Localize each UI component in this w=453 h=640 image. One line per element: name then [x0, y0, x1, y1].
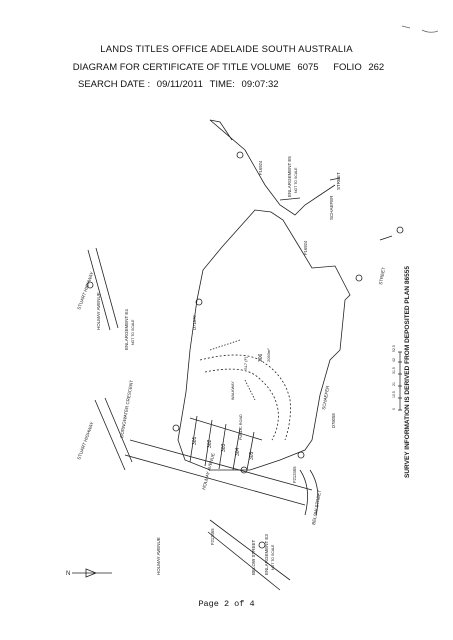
scale-ticks: 0 10.5 21 31.5 42 52.5 — [392, 345, 396, 410]
holmay-avenue-lines — [124, 439, 313, 506]
diagram-title-line: DIAGRAM FOR CERTIFICATE OF TITLE VOLUME … — [0, 62, 453, 73]
office-title: LANDS TITLES OFFICE ADELAIDE SOUTH AUSTR… — [100, 44, 353, 55]
plan-ref-1: F16924 — [258, 160, 263, 175]
road-street-2: STREET — [378, 267, 386, 286]
time-value: 09:07:32 — [241, 79, 279, 90]
enlargement-e3-lines — [207, 519, 291, 591]
diagram-prefix: DIAGRAM FOR CERTIFICATE OF TITLE VOLUME — [72, 62, 291, 73]
lot-306: 306 — [258, 353, 264, 362]
main-parcel-boundary — [177, 209, 351, 471]
walkway-label: WALKWAY — [231, 381, 235, 400]
survey-note: SURVEY INFORMATION IS DERIVED FROM DEPOS… — [404, 266, 411, 478]
lot-302: 302 — [207, 439, 213, 448]
search-date-value: 09/11/2011 — [156, 79, 203, 90]
road-holmay-avenue-2: HOLMAY AVENUE — [201, 452, 216, 490]
road-stuart-highway-2: STUART HIGHWAY — [76, 421, 94, 460]
road-holmay-avenue-1: HOLMAY AVENUE — [96, 292, 101, 330]
enlargement-e3-label: ENLARGEMENT E3 — [264, 534, 269, 575]
lot-305: 305 — [249, 451, 255, 460]
walkway-dashed — [199, 354, 291, 441]
scale-tick-5: 52.5 — [392, 345, 396, 352]
road-schaefer-1: SCHAEFER — [329, 195, 334, 220]
time-label: TIME: — [209, 79, 235, 90]
enlargement-e3-scale: NOT TO SCALE — [271, 544, 275, 570]
scale-bar — [398, 351, 402, 411]
road-stuart-highway-1: STUART HIGHWAY — [76, 271, 94, 310]
plan-ref-4: D78058 — [331, 413, 336, 428]
enlargement-e5-label: ENLARGEMENT E5 — [287, 156, 292, 197]
scale-tick-2: 21 — [392, 382, 396, 386]
north-label: N — [66, 571, 70, 577]
enlargement-e5-scale: NOT TO SCALE — [294, 167, 298, 193]
scale-tick-1: 10.5 — [392, 391, 396, 398]
plan-ref-6: F212465 — [210, 528, 215, 545]
easement-label: SL7 (F) — [243, 356, 248, 370]
scale-tick-4: 42 — [392, 358, 396, 362]
road-below-street-1: BELOW STREET — [311, 489, 322, 525]
scale-tick-0: 0 — [392, 408, 396, 410]
search-date-label: SEARCH DATE : — [78, 79, 151, 90]
volume-number: 6075 — [297, 62, 319, 73]
plan-ref-5: F212465 — [292, 466, 297, 483]
enlargement-e5-parcel — [209, 119, 336, 216]
public-road-label: PUBLIC ROAD — [239, 414, 243, 440]
plan-ref-3: D71870 — [192, 315, 197, 330]
road-schaefer-2: SCHAEFER — [321, 384, 330, 410]
lot-306-area: 2093m² — [266, 348, 271, 362]
folio-number: 262 — [368, 62, 385, 73]
lot-304: 304 — [235, 447, 241, 456]
enlargement-e4-lines — [87, 247, 119, 331]
pen-mark-icon — [401, 25, 439, 33]
plan-ref-2: F16924 — [303, 240, 308, 255]
north-arrow-icon: N — [66, 568, 112, 578]
road-street-1: STREET — [336, 172, 341, 190]
search-date-line: SEARCH DATE : 09/11/2011 TIME: 09:07:32 — [74, 79, 279, 90]
enlargement-e4-label: ENLARGEMENT E4 — [124, 309, 129, 350]
lot-divisions — [189, 415, 263, 471]
lot-301: 301 — [192, 436, 198, 445]
folio-label: FOLIO — [333, 62, 362, 73]
page-number: Page 2 of 4 — [198, 599, 255, 609]
scale-tick-3: 31.5 — [392, 367, 396, 374]
enlargement-e4-scale: NOT TO SCALE — [131, 319, 135, 345]
road-below-street-2: BELOW STREET — [251, 539, 256, 575]
road-dorngwater-crescent: DORNGWATER CRESCENT — [119, 379, 134, 438]
lot-303: 303 — [221, 443, 227, 452]
road-holmay-avenue-3: HOLMAY AVENUE — [156, 537, 161, 575]
